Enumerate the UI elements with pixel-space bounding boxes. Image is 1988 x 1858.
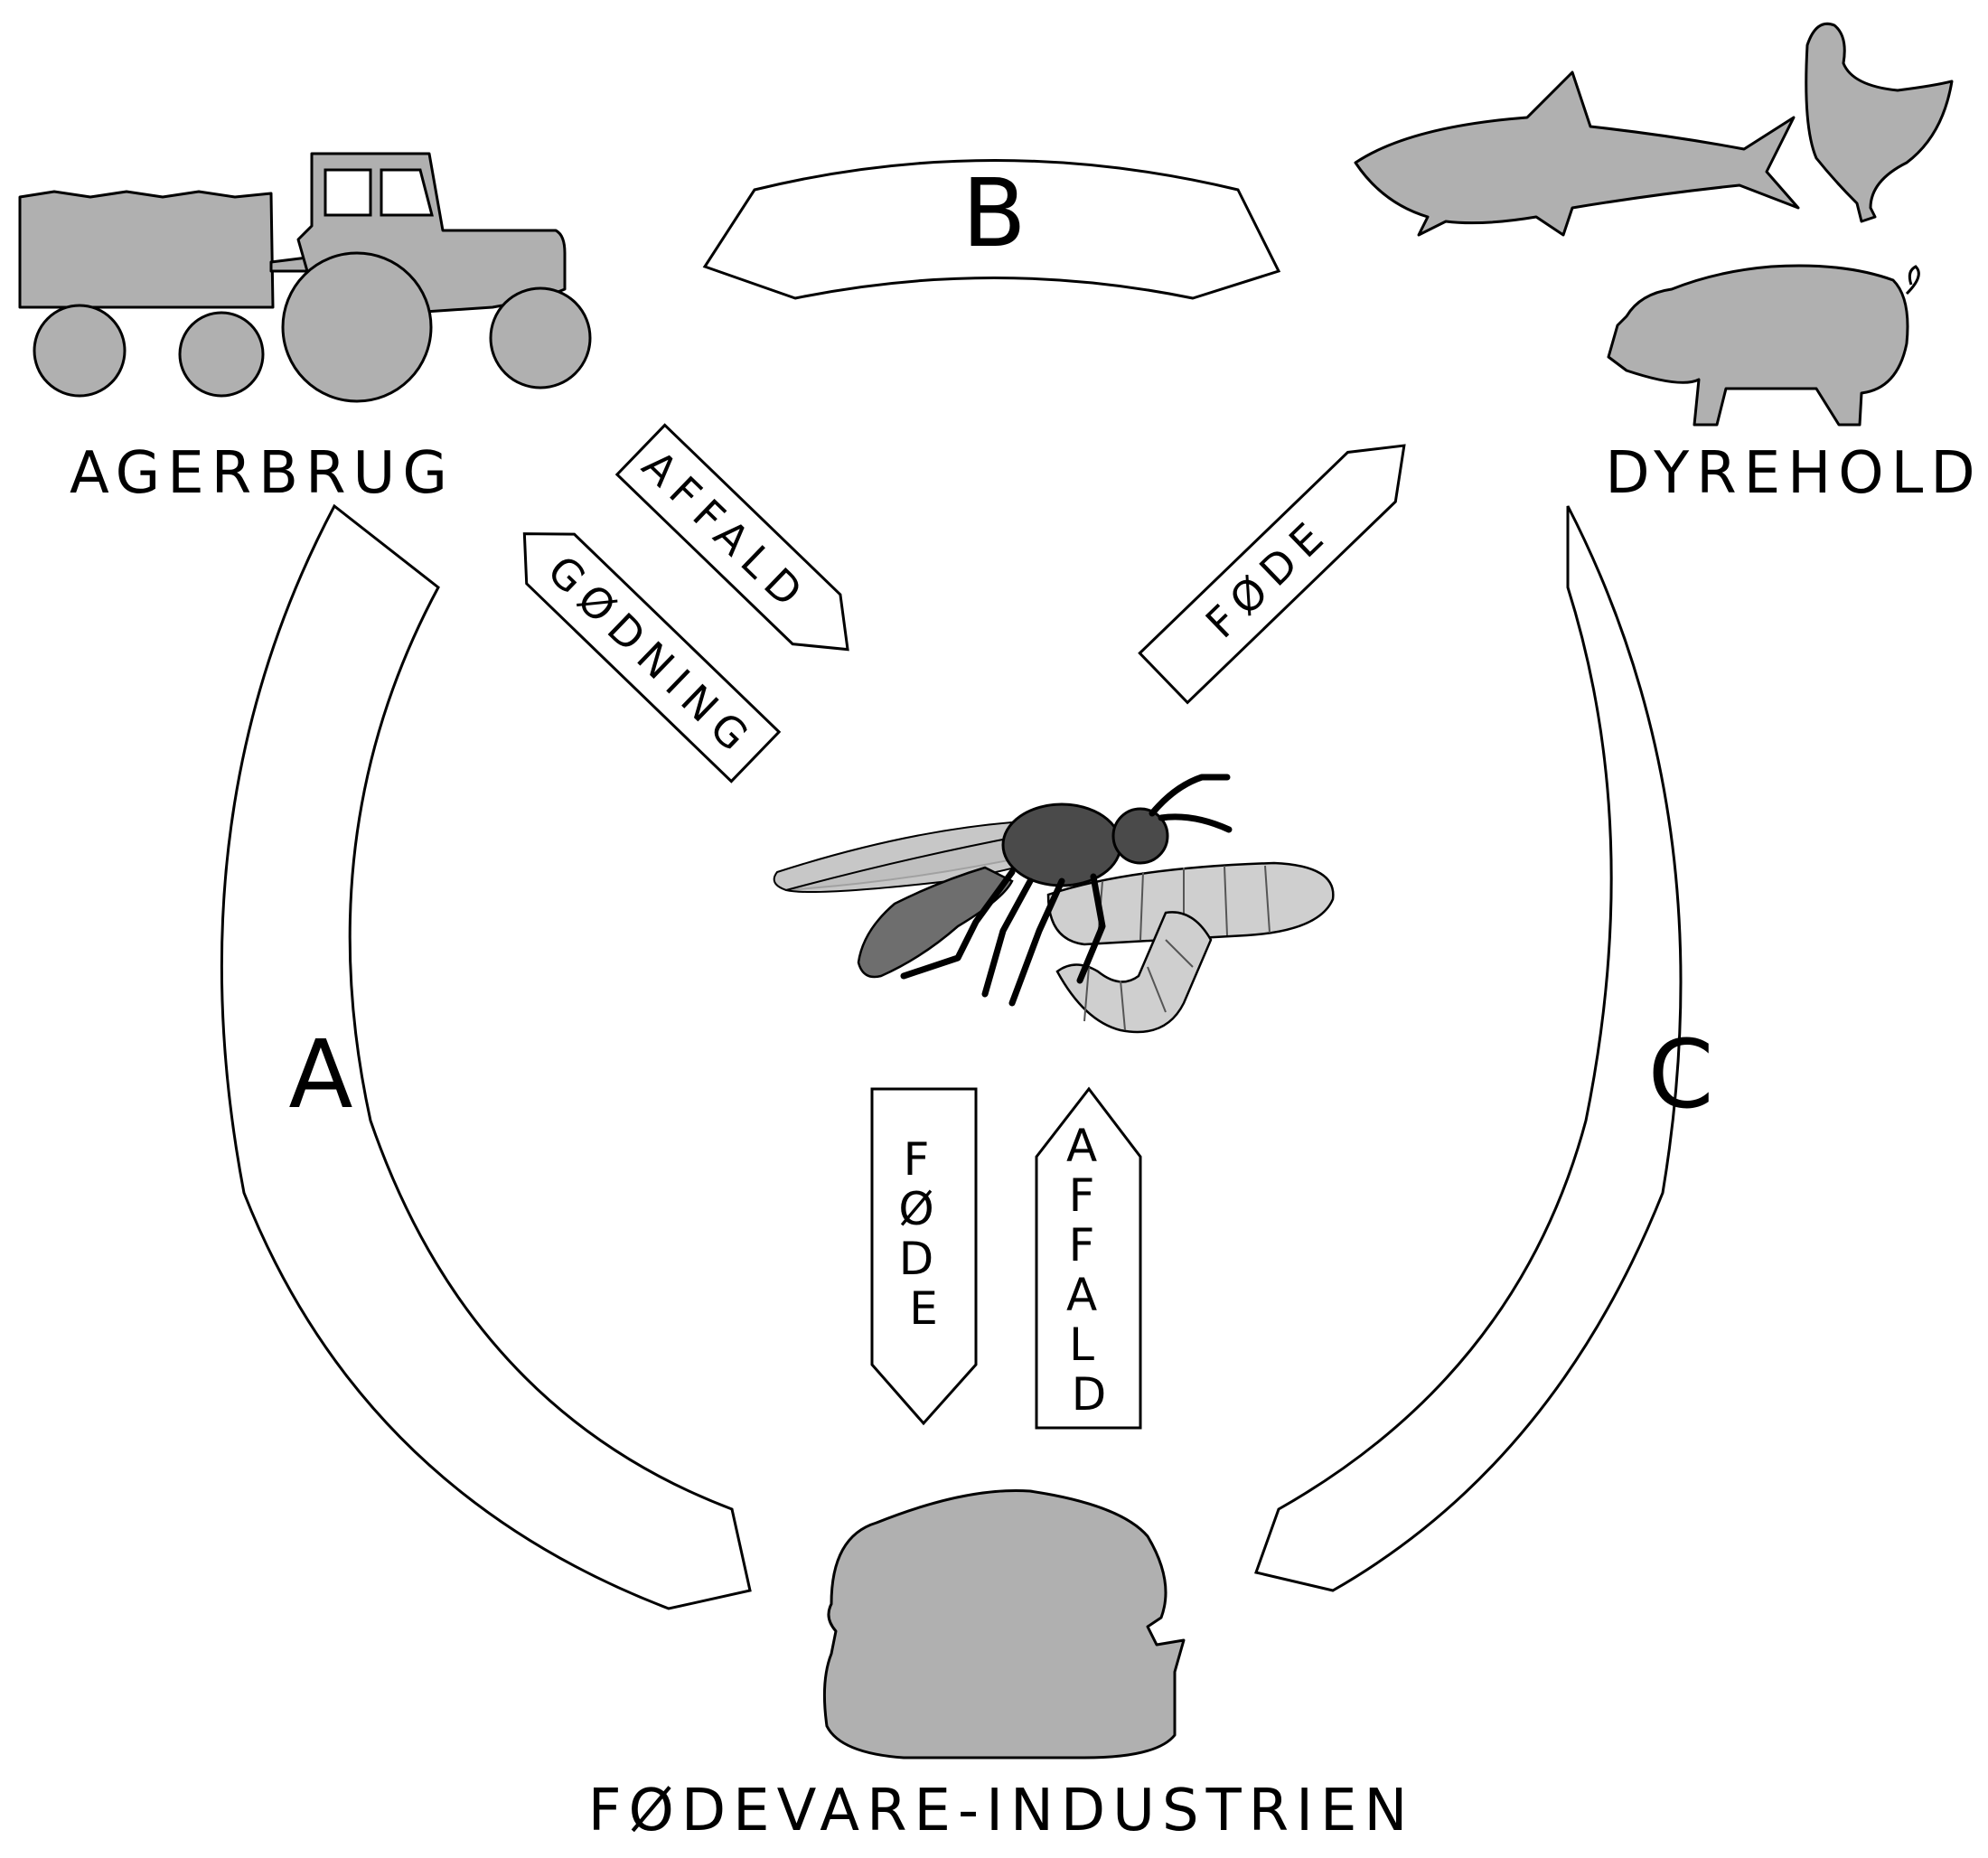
band-c-letter: C	[1648, 1019, 1714, 1130]
arrow-affald-up-char: D	[1072, 1368, 1107, 1421]
fodevare-industrien-label: FØDEVARE-INDUSTRIEN	[588, 1778, 1415, 1844]
band-c: C	[1256, 506, 1713, 1591]
tractor-with-trailer-icon	[20, 154, 590, 401]
arrow-affald-top-label: AFFALD	[633, 441, 818, 622]
arrow-affald-up-char: A	[1066, 1120, 1097, 1172]
band-b: B	[705, 158, 1279, 298]
fly-antenna	[1161, 817, 1229, 830]
band-b-letter: B	[961, 158, 1026, 268]
pig-icon	[1608, 266, 1918, 425]
arrow-affald-up-label: A F F A L D	[1066, 1120, 1111, 1421]
arrow-affald-up: A F F A L D	[1036, 1089, 1140, 1428]
fish-icon	[1355, 72, 1798, 235]
burger-icon	[824, 1490, 1184, 1758]
arrow-affald-up-char: F	[1069, 1219, 1095, 1272]
arrow-fode-livestock: FØDE	[1139, 421, 1428, 703]
band-a-letter: A	[288, 1019, 352, 1130]
arrow-affald-up-char: F	[1069, 1169, 1095, 1222]
arrow-fode-down-char: D	[899, 1233, 934, 1285]
fly-thorax	[1003, 804, 1121, 886]
fly-antenna	[1152, 777, 1227, 813]
agerbrug-label: AGERBRUG	[70, 440, 455, 507]
arrow-fode-down-char: Ø	[898, 1183, 933, 1235]
arrow-fode-down: F Ø D E	[872, 1089, 976, 1423]
dyrehold-label: DYREHOLD	[1605, 440, 1982, 507]
arrow-affald-up-char: L	[1069, 1318, 1094, 1371]
arrow-fode-down-char: F	[904, 1133, 930, 1186]
chicken-icon	[1806, 23, 1952, 221]
arrow-affald-up-char: A	[1066, 1269, 1097, 1321]
arrow-fode-down-char: E	[909, 1282, 938, 1335]
black-soldier-fly-and-larvae-icon	[774, 777, 1334, 1032]
